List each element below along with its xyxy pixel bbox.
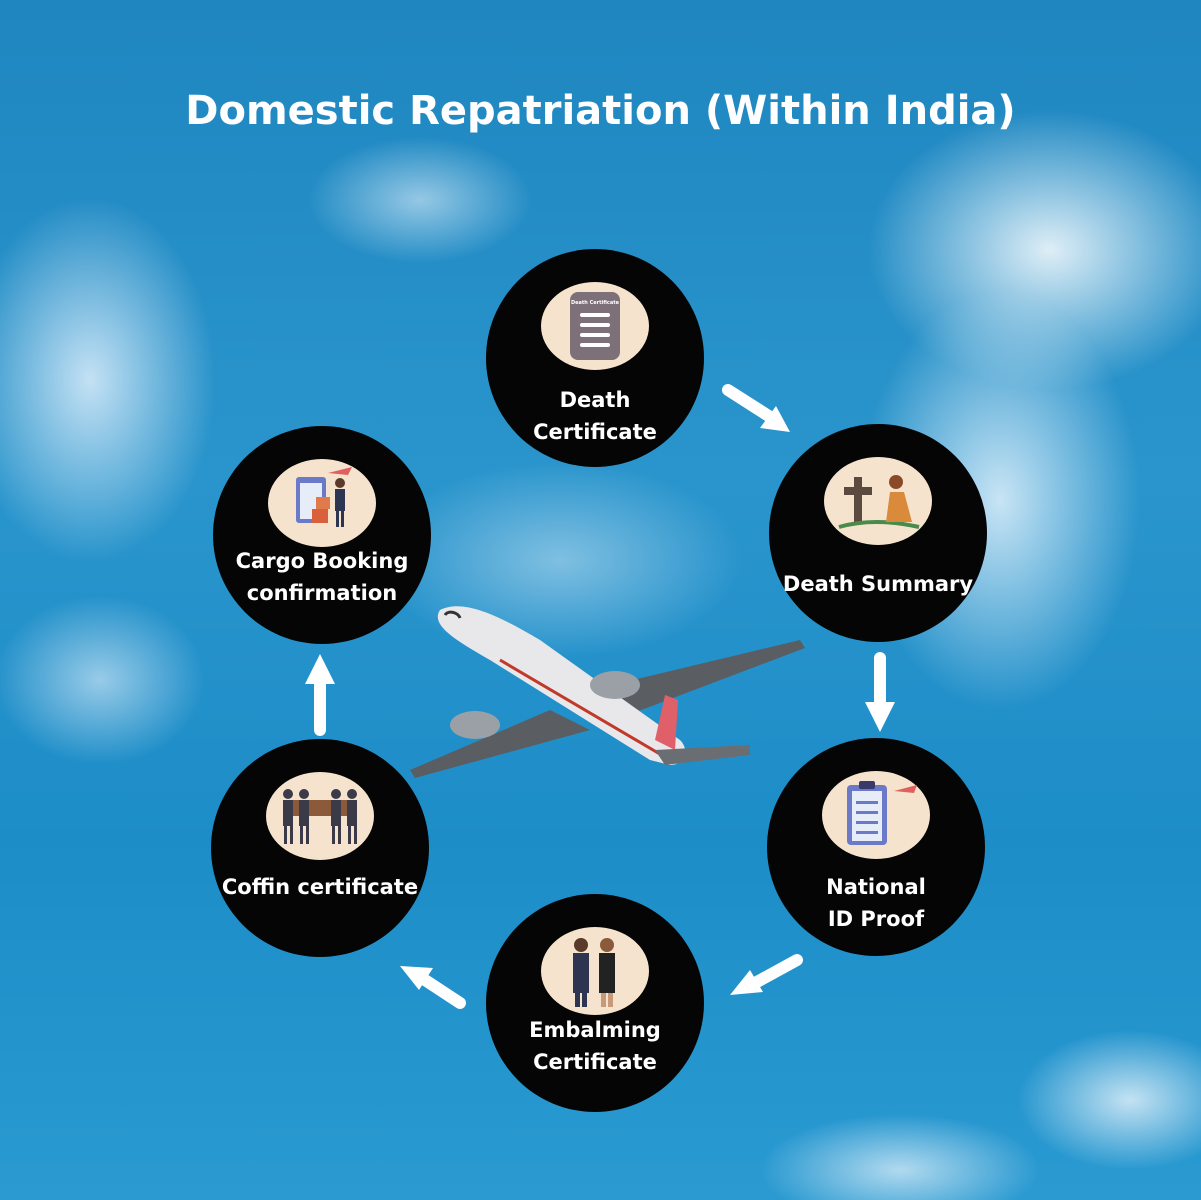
step-label-line: Certificate	[533, 1050, 657, 1074]
step-cargo-booking-confirmation: Cargo Booking confirmation	[213, 426, 431, 644]
step-label-line: ID Proof	[827, 907, 925, 931]
arrow-5-to-6	[305, 654, 335, 736]
page-title: Domestic Repatriation (Within India)	[185, 88, 1016, 134]
funeral-staff-icon	[541, 927, 649, 1015]
step-national-id-proof: National ID Proof	[767, 738, 985, 956]
step-death-summary: Death Summary	[769, 424, 987, 642]
step-coffin-certificate: Coffin certificate	[211, 739, 429, 957]
arrow-2-to-3	[865, 652, 895, 732]
step-label-line: Certificate	[533, 420, 657, 444]
arrow-1-to-2	[722, 384, 790, 432]
step-embalming-certificate: Embalming Certificate	[486, 894, 704, 1112]
document-icon: Death Certificate	[541, 282, 649, 370]
arrow-4-to-5	[400, 966, 466, 1009]
step-label-line: Death Summary	[782, 572, 974, 596]
cargo-icon	[268, 459, 376, 547]
step-label-line: confirmation	[246, 581, 398, 605]
grave-mourner-icon	[824, 457, 932, 545]
step-label-line: Cargo Booking	[235, 549, 409, 573]
document-icon-text: Death Certificate	[571, 300, 620, 306]
airplane-image	[410, 606, 805, 778]
arrow-3-to-4	[730, 954, 803, 995]
step-label-line: Embalming	[529, 1018, 661, 1042]
step-label-line: Death	[559, 388, 631, 412]
step-label-line: Coffin certificate	[221, 875, 419, 899]
step-label-line: National	[826, 875, 926, 899]
clipboard-icon	[822, 771, 930, 859]
step-death-certificate: Death Certificate Death Certificate	[486, 249, 704, 467]
pallbearers-icon	[266, 772, 374, 860]
